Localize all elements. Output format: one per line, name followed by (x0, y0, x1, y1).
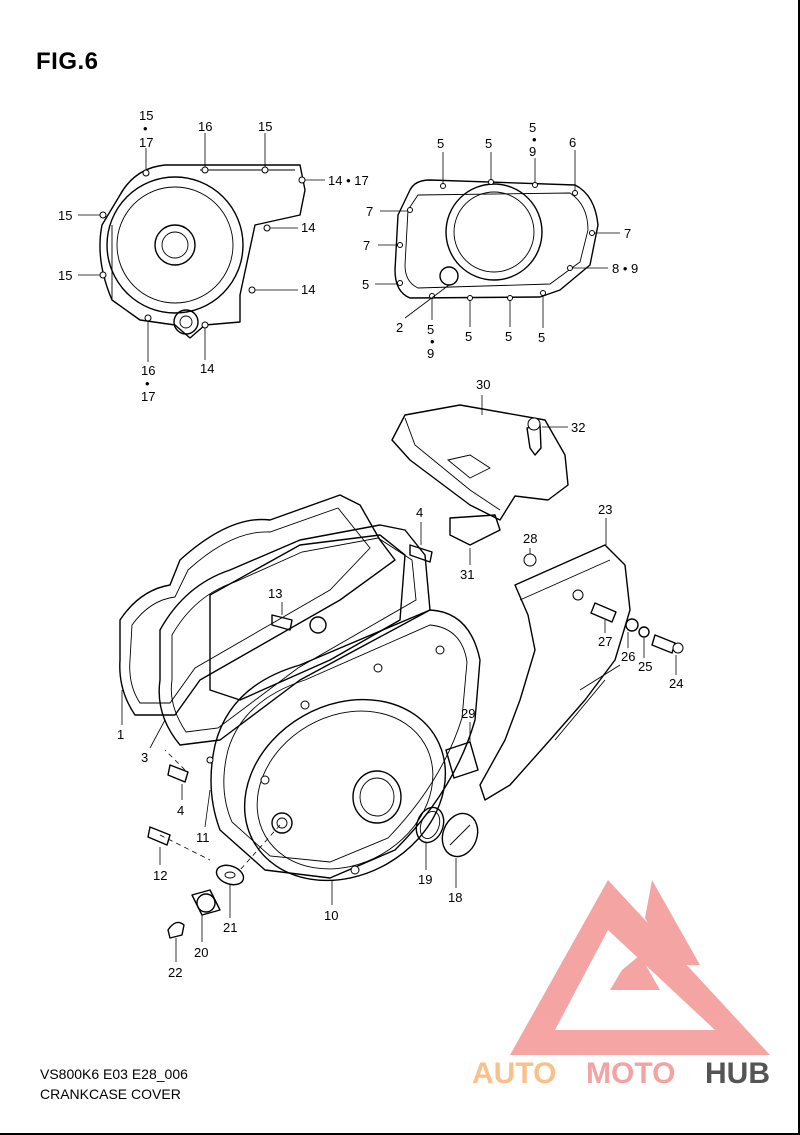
callout-24: 24 (669, 676, 683, 691)
callout-7: 7 (363, 238, 370, 253)
callout-17: 17 (139, 135, 153, 150)
callout-7: 7 (624, 226, 631, 241)
callout-29: 29 (461, 706, 475, 721)
callout-14: 14 (200, 361, 214, 376)
callout-15: 15 (139, 108, 153, 123)
clutch-cover-gasket-diagram (375, 150, 620, 328)
diagram-name: CRANKCASE COVER (40, 1086, 181, 1102)
watermark-auto: AUTO (472, 1057, 556, 1090)
callout-14: 14 (301, 282, 315, 297)
callout-22: 22 (168, 965, 182, 980)
callout-2: 2 (396, 320, 403, 335)
callout-17: 17 (141, 389, 155, 404)
callout-5: 5 (437, 136, 444, 151)
callout-26: 26 (621, 649, 635, 664)
callout-18: 18 (448, 890, 462, 905)
callout-16: 16 (198, 119, 212, 134)
callout-5: 5 (362, 277, 369, 292)
callout-28: 28 (523, 531, 537, 546)
callout-10: 10 (324, 908, 338, 923)
callout-30: 30 (476, 377, 490, 392)
callout-32: 32 (571, 420, 585, 435)
watermark-moto: MOTO (586, 1057, 675, 1090)
watermark-logo (510, 880, 770, 1055)
callout-dot: • (532, 132, 537, 147)
clutch-cover-diagram (78, 133, 325, 362)
guard-23 (479, 518, 684, 801)
callout-25: 25 (638, 659, 652, 674)
callout-12: 12 (153, 868, 167, 883)
crankcase-cover-assembly (119, 494, 481, 962)
callout-5: 5 (465, 329, 472, 344)
callout-dot: • (430, 334, 435, 349)
callout-14: 14 (301, 220, 315, 235)
callout-5: 5 (427, 322, 434, 337)
callout-9: 9 (529, 144, 536, 159)
callout-23: 23 (598, 502, 612, 517)
callout-11: 11 (196, 830, 210, 845)
figure-title: FIG.6 (36, 48, 99, 75)
callout-6: 6 (569, 135, 576, 150)
watermark-hub: HUB (705, 1057, 770, 1090)
callout-4: 4 (416, 505, 423, 520)
callout-13: 13 (268, 586, 282, 601)
callout-1: 1 (117, 727, 124, 742)
callout-5: 5 (538, 330, 545, 345)
cover-plate-30-31-32 (391, 395, 569, 565)
callout-21: 21 (223, 920, 237, 935)
callout-15: 15 (58, 268, 72, 283)
callout-31: 31 (460, 567, 474, 582)
callout-4: 4 (177, 803, 184, 818)
callout-19: 19 (418, 872, 432, 887)
callout-7: 7 (366, 204, 373, 219)
callout-5: 5 (529, 120, 536, 135)
callout-15: 15 (58, 208, 72, 223)
callout-20: 20 (194, 945, 208, 960)
callout-5: 5 (505, 329, 512, 344)
callout-27: 27 (598, 634, 612, 649)
callout-9: 9 (427, 346, 434, 361)
diagram-code: VS800K6 E03 E28_006 (40, 1066, 188, 1082)
callout-dot: • (143, 121, 148, 136)
callout-16: 16 (141, 363, 155, 378)
callout-14-17: 14 • 17 (328, 173, 369, 188)
callout-8-9: 8 • 9 (612, 261, 638, 276)
callout-dot: • (145, 376, 150, 391)
callout-5: 5 (485, 136, 492, 151)
callout-15: 15 (258, 119, 272, 134)
callout-3: 3 (141, 750, 148, 765)
